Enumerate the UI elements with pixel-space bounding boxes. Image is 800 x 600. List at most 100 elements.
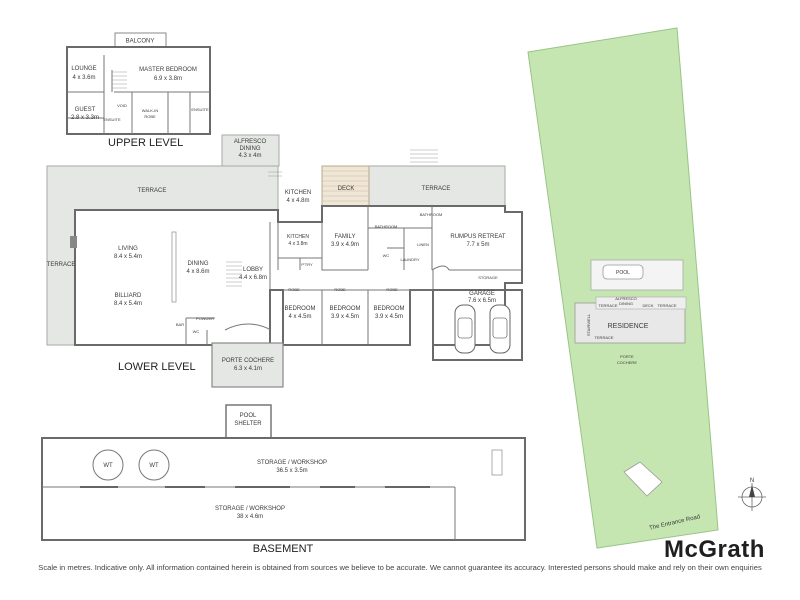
- site-alfresco-b: DINING: [619, 301, 633, 306]
- billiard-name: BILLIARD: [115, 293, 142, 299]
- robe-label-1: ROBE: [288, 287, 300, 292]
- site-terrace-c: TERRACE: [594, 335, 613, 340]
- water-tank-1-label: WT: [103, 463, 113, 469]
- lounge-size: 4 x 3.6m: [72, 75, 95, 81]
- site-residence-label: RESIDENCE: [608, 323, 649, 330]
- master-size: 6.9 x 3.8m: [154, 76, 182, 82]
- water-tank-1: [92, 449, 124, 481]
- guest-name: GUEST: [75, 107, 96, 113]
- site-terrace-b: TERRACE: [657, 303, 676, 308]
- site-porte-b: COCHERE: [617, 360, 637, 365]
- porte-cochere-size: 6.3 x 4.1m: [234, 366, 262, 372]
- dining-name: DINING: [188, 261, 209, 267]
- lobby-size: 4.4 x 6.8m: [239, 275, 267, 281]
- terrace-east: [368, 165, 506, 207]
- deck-boards: [322, 170, 369, 202]
- kitchen2-name: KITCHEN: [287, 234, 309, 240]
- garage-size: 7.6 x 6.5m: [468, 298, 496, 304]
- wc2-label: WC: [193, 329, 200, 334]
- dining-column: [171, 231, 177, 303]
- site-plan: POOL ALFRESCO DINING TERRACE TERRACE DEC…: [527, 27, 766, 549]
- pool-shelter-label-a: POOL: [240, 413, 257, 419]
- lounge-name: LOUNGE: [71, 66, 96, 72]
- bedroom1-name: BEDROOM: [284, 306, 315, 312]
- family-name: FAMILY: [335, 234, 356, 240]
- lobby-stairs: [226, 261, 242, 287]
- void-label: VOID: [117, 103, 127, 108]
- lobby-name: LOBBY: [243, 267, 263, 273]
- bedroom3-size: 3.9 x 4.5m: [375, 314, 403, 320]
- car-right: [489, 304, 511, 354]
- linen-label: LINEN: [417, 242, 429, 247]
- compass-north: N: [750, 478, 754, 484]
- kitchen2-size: 4 x 3.8m: [288, 241, 307, 247]
- dining-size: 4 x 8.6m: [186, 269, 209, 275]
- garage-outline: [432, 289, 523, 361]
- terrace-stairs: [268, 149, 438, 177]
- bedroom3-name: BEDROOM: [373, 306, 404, 312]
- upper-outline: [66, 46, 211, 135]
- bathroom2-label: BATHROOM: [375, 224, 398, 229]
- alfresco-size: 4.3 x 4m: [238, 153, 261, 159]
- deck-label: DECK: [338, 186, 355, 192]
- pantry-label: P'TRY: [301, 262, 313, 267]
- rumpus-size: 7.7 x 5m: [466, 242, 489, 248]
- robe-label-3: ROBE: [386, 287, 398, 292]
- basement-outline: [41, 437, 526, 541]
- terrace-right-label: TERRACE: [422, 186, 451, 192]
- site-shelter: [623, 461, 663, 497]
- alfresco-dining: [221, 134, 280, 167]
- alfresco-name: ALFRESCO: [234, 139, 267, 145]
- site-pool: [602, 264, 644, 280]
- terrace-left-label: TERRACE: [138, 188, 167, 194]
- upper-stairs: [112, 71, 127, 89]
- site-alfresco-a: ALFRESCO: [615, 296, 637, 301]
- lower-level-title: LOWER LEVEL: [118, 361, 196, 373]
- site-terrace-a: TERRACE: [598, 303, 617, 308]
- site-terrace-strip: [595, 296, 687, 310]
- bedroom2-size: 3.9 x 4.5m: [331, 314, 359, 320]
- site-porte-a: PORTE: [620, 354, 634, 359]
- basement-title: BASEMENT: [253, 543, 314, 555]
- walkin-label-a: WALK-IN: [142, 108, 159, 113]
- family-size: 3.9 x 4.9m: [331, 242, 359, 248]
- balcony-label: BALCONY: [126, 39, 155, 45]
- wc-label: WC: [383, 253, 390, 258]
- billiard-size: 8.4 x 5.4m: [114, 301, 142, 307]
- basement-door: [491, 449, 503, 476]
- entry-arch: [224, 323, 272, 331]
- brand-logo: McGrath: [664, 536, 765, 563]
- compass-icon: [738, 483, 766, 511]
- terrace-side-label: TERRACE: [47, 262, 76, 268]
- car-left: [454, 304, 476, 354]
- fireplace: [70, 236, 77, 248]
- ensuite-label: ENSUITE: [191, 107, 209, 112]
- site-deck: DECK: [642, 303, 653, 308]
- storage1-size: 36.5 x 3.5m: [276, 468, 307, 474]
- site-residence: [574, 302, 686, 344]
- porte-cochere-name: PORTE COCHERE: [222, 358, 274, 364]
- kitchen-size: 4 x 4.8m: [286, 198, 309, 204]
- upper-level: BALCONY LOUNGE 4 x 3.6m MASTER BEDROOM 6…: [66, 32, 211, 149]
- ensuite-small-label: ENSUITE: [103, 117, 121, 122]
- powder-label: POWDER: [196, 316, 214, 321]
- storage-label: STORAGE: [478, 275, 498, 280]
- storage2-name: STORAGE / WORKSHOP: [215, 506, 285, 512]
- site-pool-label: POOL: [616, 270, 630, 276]
- bar-label: BAR: [176, 322, 184, 327]
- robe-label-2: ROBE: [334, 287, 346, 292]
- site-stairwell: STAIRWELL: [586, 313, 591, 336]
- pool-shelter: [225, 404, 272, 439]
- master-name: MASTER BEDROOM: [139, 67, 197, 73]
- garage-name: GARAGE: [469, 291, 495, 297]
- kitchen-name: KITCHEN: [285, 190, 311, 196]
- alfresco-name2: DINING: [240, 146, 261, 152]
- lower-level: ALFRESCO DINING 4.3 x 4m TERRACE TERRACE…: [46, 134, 523, 388]
- basement-level: POOL SHELTER WT WT STORAGE / WORKSHOP 36…: [41, 404, 526, 555]
- living-size: 8.4 x 5.4m: [114, 254, 142, 260]
- water-tank-2-label: WT: [149, 463, 159, 469]
- bathroom-label: BATHROOM: [420, 212, 443, 217]
- water-tank-2: [138, 449, 170, 481]
- guest-size: 2.8 x 3.3m: [71, 115, 99, 121]
